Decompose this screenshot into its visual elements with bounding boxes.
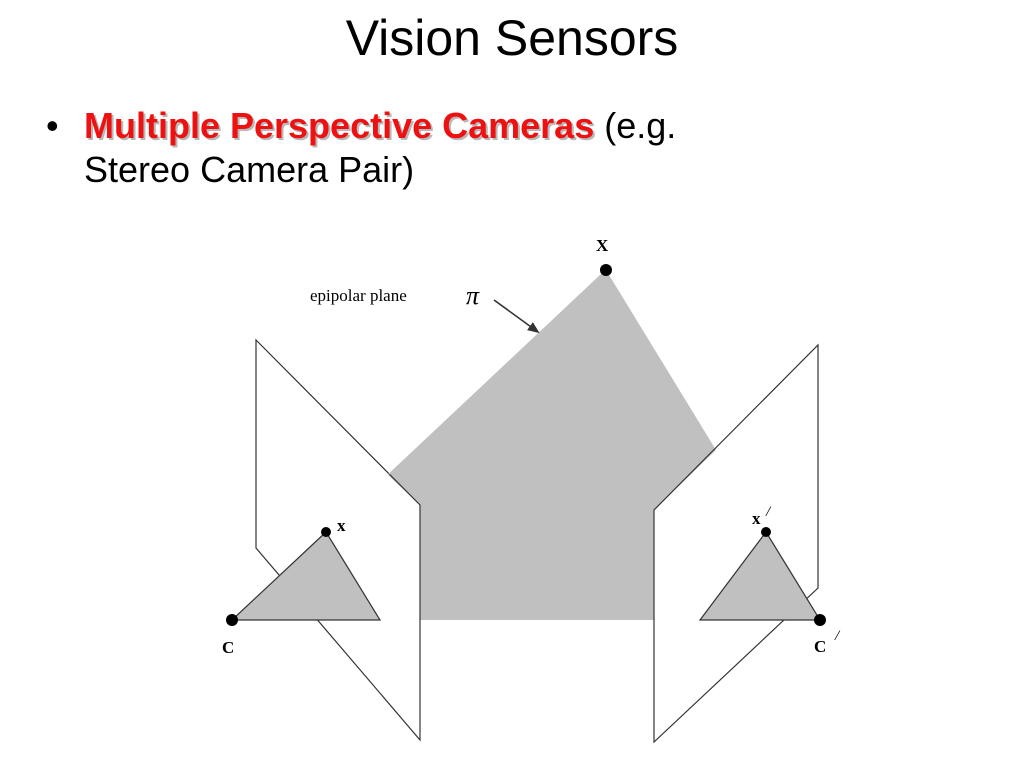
- bullet-rest-line2: Stereo Camera Pair): [84, 148, 415, 190]
- camera-center-C-prime: [814, 614, 826, 626]
- epipolar-plane-arrow: [493, 299, 540, 334]
- point-x-prime: [761, 527, 771, 537]
- point-X-label: X: [596, 236, 609, 255]
- bullet-emphasis: Multiple Perspective Cameras: [84, 105, 595, 146]
- epipolar-plane-region: [388, 270, 716, 620]
- right-image-plane: [653, 343, 819, 744]
- bullet-text: Multiple Perspective Cameras (e.g. Stere…: [84, 104, 946, 192]
- left-image-plane: [255, 338, 421, 742]
- epipolar-plane-label: epipolar plane: [310, 286, 407, 305]
- plane-edge-left: [387, 269, 607, 476]
- bullet-item: • Multiple Perspective Cameras (e.g. Ste…: [46, 104, 946, 192]
- point-x-label: x: [337, 516, 346, 535]
- slide-title: Vision Sensors: [345, 10, 679, 66]
- pi-label: π: [466, 281, 480, 310]
- camera-C-label: C: [222, 638, 234, 657]
- right-camera-triangle: [698, 530, 822, 621]
- left-camera-triangle: [230, 531, 382, 621]
- point-x-prime-mark: /: [765, 504, 772, 520]
- point-x-prime-label: x: [752, 509, 761, 528]
- camera-center-C: [226, 614, 238, 626]
- point-x: [321, 527, 331, 537]
- point-X: [600, 264, 612, 276]
- bullet-rest-line1: (e.g.: [594, 105, 677, 146]
- bullet-dot: •: [46, 105, 59, 146]
- camera-C-prime-mark: /: [834, 628, 841, 644]
- camera-C-prime-label: C: [814, 637, 826, 656]
